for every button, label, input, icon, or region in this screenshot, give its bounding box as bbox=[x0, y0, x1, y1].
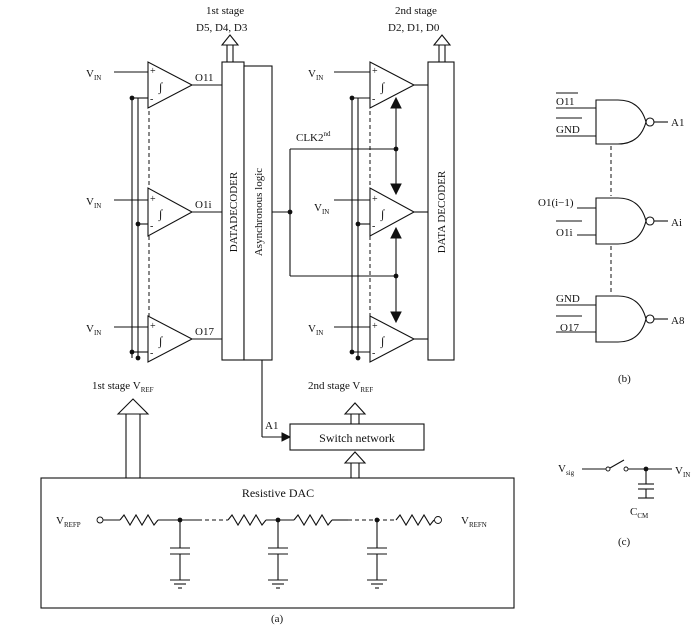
panel-b: O11 GND A1 O1(i−1) O1i Ai GND O17 A bbox=[538, 92, 685, 385]
stage2-vin-top: VIN bbox=[308, 68, 323, 82]
gate-a8-in1: GND bbox=[556, 293, 580, 305]
svg-text:-: - bbox=[372, 221, 375, 232]
nand-gate-a1 bbox=[556, 92, 668, 145]
stage2-title: 2nd stage bbox=[395, 5, 437, 17]
svg-text:+: + bbox=[150, 194, 156, 205]
vrefn-label: VREFN bbox=[461, 515, 487, 529]
dac-to-switch-bus bbox=[343, 451, 367, 478]
dac-tap-2 bbox=[268, 517, 288, 589]
svg-text:+: + bbox=[372, 194, 378, 205]
svg-text:∫: ∫ bbox=[158, 334, 163, 348]
svg-text:+: + bbox=[150, 321, 156, 332]
vrefp-terminal bbox=[96, 516, 104, 524]
svg-text:∫: ∫ bbox=[380, 334, 385, 348]
switch-contact-right bbox=[623, 466, 629, 472]
svg-text:∫: ∫ bbox=[380, 207, 385, 221]
gate-a8-in2: O17 bbox=[560, 322, 579, 334]
stage2-vin-mid: VIN bbox=[314, 202, 329, 216]
stage2-data-decoder-block bbox=[427, 61, 455, 361]
svg-text:+: + bbox=[150, 66, 156, 77]
stage2-comparator-top bbox=[334, 61, 428, 109]
stage1-output-o17: O17 bbox=[195, 326, 214, 338]
sampling-capacitor bbox=[638, 469, 654, 499]
vin-out-label: VIN bbox=[675, 465, 690, 479]
ccm-label: CCM bbox=[630, 506, 649, 520]
clk-label: CLK2nd bbox=[296, 130, 331, 144]
stage1-ref-bus-arrow bbox=[116, 398, 150, 478]
stage2-vin-bot: VIN bbox=[308, 323, 323, 337]
stage2-comparator-labels: + ∫ - + ∫ - + ∫ - bbox=[372, 66, 385, 359]
stage2-comparator-bot bbox=[334, 315, 428, 363]
panel-c-caption: (c) bbox=[618, 536, 631, 548]
svg-text:+: + bbox=[372, 321, 378, 332]
gate-ai-in1: O1(i−1) bbox=[538, 197, 574, 209]
stage2-decoder-label: DATA DECODER bbox=[436, 170, 448, 253]
panel-c: Vsig VIN CCM (c) bbox=[558, 459, 690, 548]
clk-vertical-arrows bbox=[390, 96, 402, 324]
stage1-ref-label: 1st stage VREF bbox=[92, 380, 154, 394]
stage1-output-o11: O11 bbox=[195, 72, 214, 84]
stage1-output-o1i: O1i bbox=[195, 199, 212, 211]
async-logic-label: Asynchronous logic bbox=[253, 168, 265, 256]
nand-gate-a8 bbox=[556, 295, 668, 343]
stage1-decoder-label: DATADECODER bbox=[228, 171, 240, 252]
stage1-vin-top: VIN bbox=[86, 68, 101, 82]
stage1-comparator-labels: + ∫ - + ∫ - + ∫ - bbox=[150, 66, 163, 359]
stage1-vin-mid: VIN bbox=[86, 196, 101, 210]
gate-a1-out: A1 bbox=[671, 117, 684, 129]
stage1-output-arrow bbox=[220, 34, 240, 62]
gate-ai-out: Ai bbox=[671, 217, 682, 229]
stage2-ref-bus-arrow bbox=[343, 402, 367, 424]
gate-a1-in2: GND bbox=[556, 124, 580, 136]
switch-network-block bbox=[289, 423, 425, 451]
stage2-ref-label: 2nd stage VREF bbox=[308, 380, 373, 394]
clk-routing bbox=[272, 146, 399, 279]
svg-text:-: - bbox=[150, 94, 153, 105]
svg-text:-: - bbox=[372, 94, 375, 105]
svg-text:+: + bbox=[372, 66, 378, 77]
panel-a: 1st stage D5, D4, D3 2nd stage D2, D1, D… bbox=[40, 5, 515, 625]
switch-network-label: Switch network bbox=[319, 431, 395, 445]
stage1-title: 1st stage bbox=[206, 5, 244, 17]
svg-text:∫: ∫ bbox=[380, 80, 385, 94]
stage1-comparator-bot bbox=[114, 315, 222, 363]
dac-tap-1 bbox=[170, 517, 190, 589]
async-logic-block bbox=[243, 65, 273, 361]
svg-text:-: - bbox=[150, 221, 153, 232]
dac-tap-3 bbox=[367, 517, 387, 589]
svg-text:-: - bbox=[372, 348, 375, 359]
svg-text:∫: ∫ bbox=[158, 80, 163, 94]
stage1-outputs: D5, D4, D3 bbox=[196, 22, 248, 34]
switch-contact-left bbox=[605, 466, 611, 472]
sampling-switch-icon bbox=[609, 459, 625, 469]
stage2-outputs: D2, D1, D0 bbox=[388, 22, 440, 34]
dac-label: Resistive DAC bbox=[242, 486, 314, 500]
svg-text:-: - bbox=[150, 348, 153, 359]
gate-ai-in2: O1i bbox=[556, 227, 573, 239]
a1-control-line bbox=[261, 360, 292, 442]
stage2-output-arrow bbox=[432, 34, 452, 62]
gate-a8-out: A8 bbox=[671, 315, 685, 327]
a1-label: A1 bbox=[265, 420, 278, 432]
gate-a1-in1: O11 bbox=[556, 96, 575, 108]
vrefp-label: VREFP bbox=[56, 515, 81, 529]
panel-a-caption: (a) bbox=[271, 613, 284, 625]
panel-b-caption: (b) bbox=[618, 373, 631, 385]
vsig-label: Vsig bbox=[558, 463, 575, 477]
stage1-comparator-top bbox=[114, 61, 222, 109]
nand-gate-ai bbox=[556, 197, 668, 245]
svg-text:∫: ∫ bbox=[158, 207, 163, 221]
stage1-vin-bot: VIN bbox=[86, 323, 101, 337]
stage1-comparator-mid bbox=[114, 187, 222, 237]
stage2-comparator-mid bbox=[334, 187, 428, 237]
